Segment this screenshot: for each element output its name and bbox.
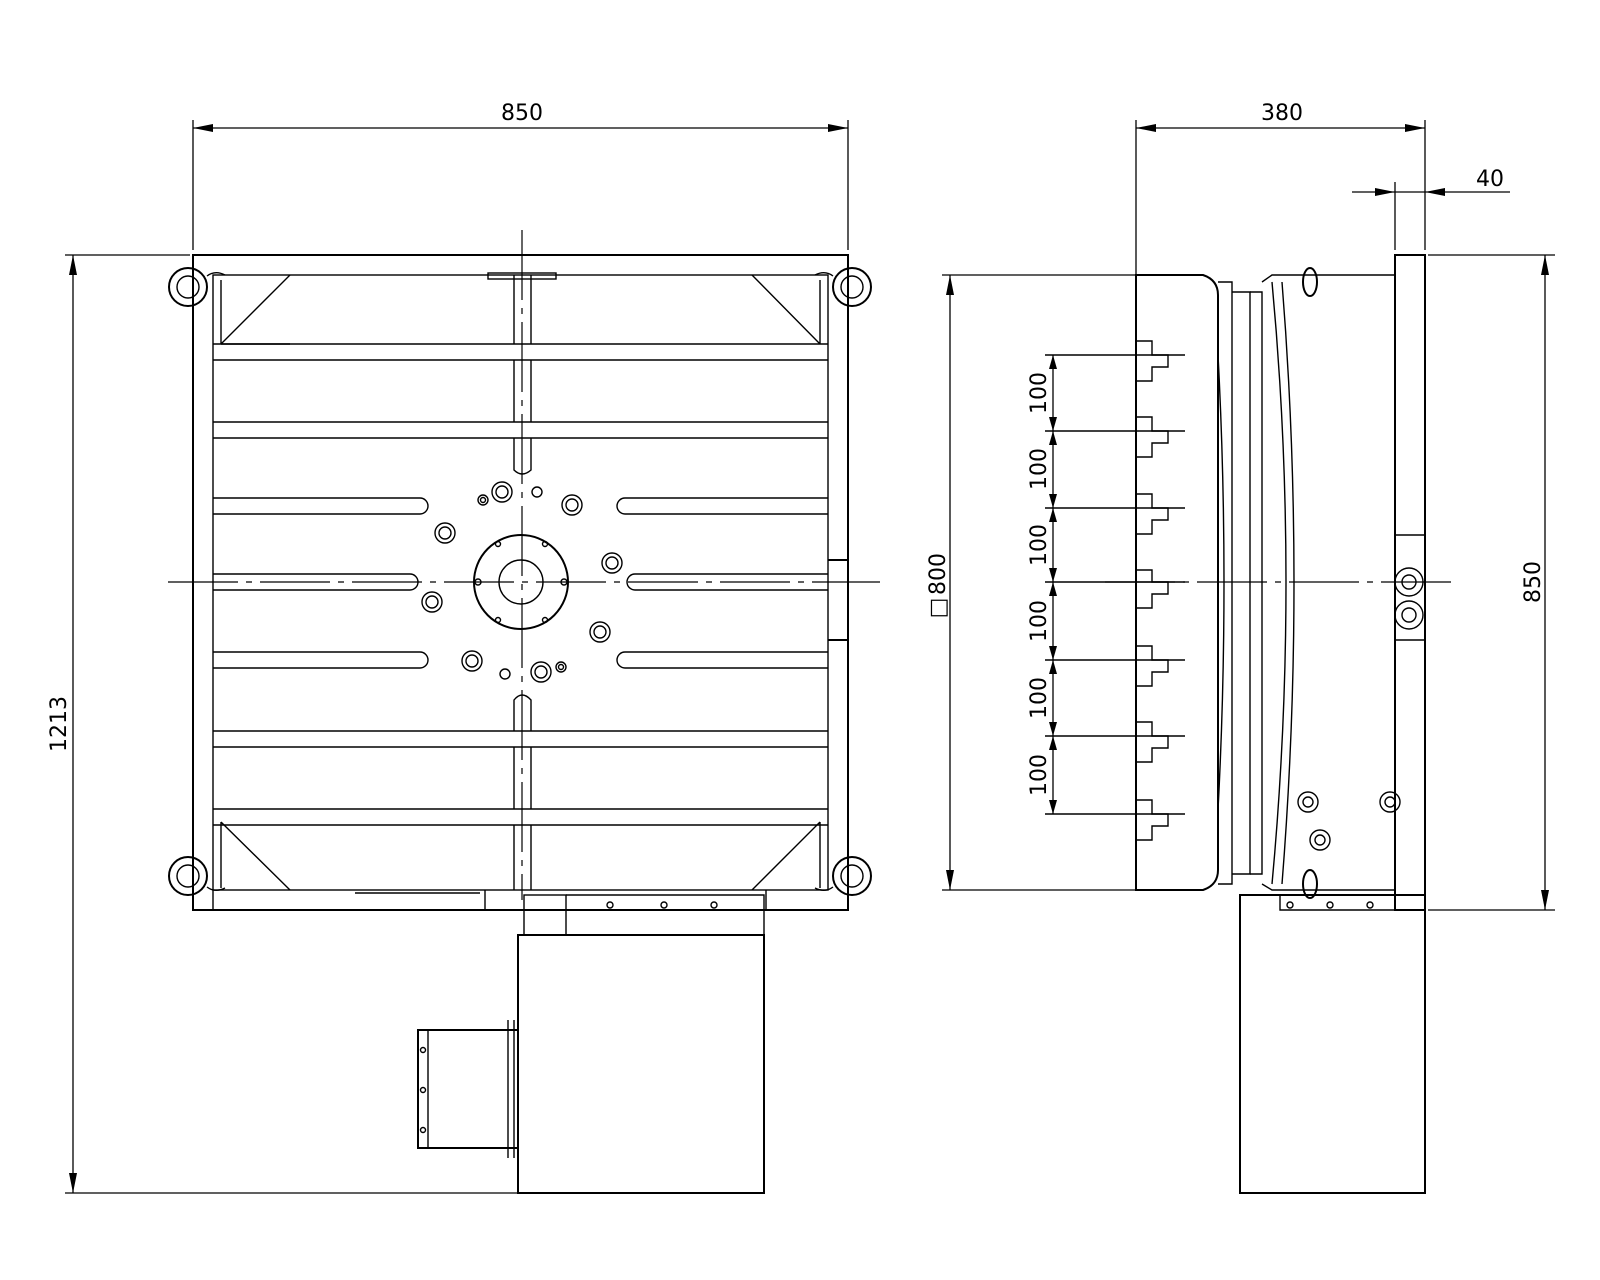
slot-pitch-label: 100	[1027, 524, 1052, 566]
side-view: 380 40 □ 800 850	[926, 101, 1555, 1194]
dim-side-table-label: 800	[926, 553, 951, 595]
table-ribs	[213, 275, 828, 890]
side-bearing	[1217, 274, 1395, 891]
side-t-slots	[1136, 340, 1169, 841]
dim-front-width: 850	[192, 101, 849, 250]
front-right-notch	[828, 559, 848, 641]
side-table-block	[1135, 274, 1219, 891]
slot-pitch-label: 100	[1027, 448, 1052, 490]
front-view: 850 1213	[47, 101, 880, 1194]
dim-side-depth: 380	[1135, 101, 1426, 275]
dim-slot-pitches: 100 100 100 100 100 100	[1027, 355, 1057, 814]
bottom-strip	[212, 890, 486, 911]
motor-housing	[417, 894, 765, 1194]
t-slots	[213, 497, 828, 669]
dim-side-flange-label: 40	[1476, 167, 1504, 192]
dim-side-depth-label: 380	[1261, 101, 1303, 126]
dim-side-height: 850	[1428, 254, 1555, 911]
dim-side-table-prefix: □	[926, 598, 951, 619]
slot-pitch-label: 100	[1027, 600, 1052, 642]
dim-front-height-label: 1213	[47, 696, 72, 752]
slot-pitch-label: 100	[1027, 372, 1052, 414]
bolt-holes	[421, 481, 623, 683]
slot-pitch-label: 100	[1027, 754, 1052, 796]
dim-side-flange: 40	[1352, 167, 1510, 250]
corner-web-bottom-right	[751, 821, 821, 891]
flange-pin-lower	[1394, 600, 1424, 630]
dim-side-table: □ 800	[926, 274, 1136, 891]
corner-web-top-right	[751, 274, 821, 345]
dim-front-width-label: 850	[501, 101, 543, 126]
dim-front-height: 1213	[47, 254, 518, 1194]
dim-side-height-label: 850	[1521, 561, 1546, 603]
side-lifting-eyes	[1302, 267, 1318, 899]
side-motor-box	[1239, 894, 1426, 1194]
slot-pitch-label: 100	[1027, 677, 1052, 719]
corner-web-bottom-left	[220, 821, 291, 891]
corner-web-top-left	[220, 274, 291, 345]
lifting-eyes	[168, 267, 872, 896]
